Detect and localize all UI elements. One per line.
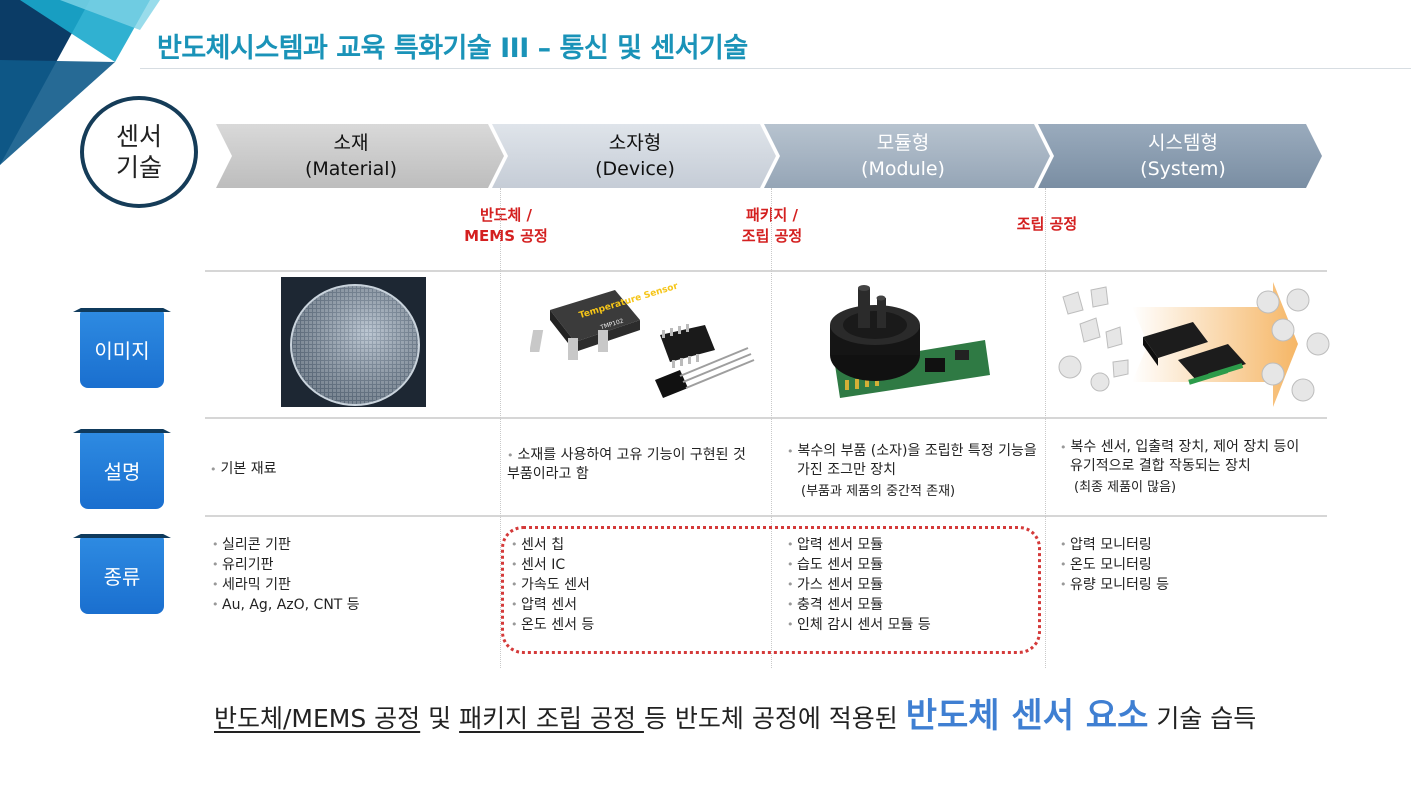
list-item: 압력 센서 모듈 xyxy=(787,535,931,555)
desc-line: •복수의 부품 (소자)을 조립한 특정 기능을 xyxy=(787,442,1037,461)
list-item: 유량 모니터링 등 xyxy=(1060,575,1169,595)
sensor-system-image xyxy=(1058,282,1330,407)
stage-chevrons xyxy=(216,124,1322,188)
process-line: 반도체 / xyxy=(479,206,533,224)
list-item: 인체 감시 센서 모듈 등 xyxy=(787,615,931,635)
desc-line: 유기적으로 결합 작동되는 장치 xyxy=(1070,458,1251,474)
stage-name: 소재 xyxy=(333,132,369,154)
stage-name: 시스템형 xyxy=(1148,132,1218,154)
desc-module: •복수의 부품 (소자)을 조립한 특정 기능을 가진 조그만 장치 (부품과 … xyxy=(787,442,1037,501)
list-item: 온도 모니터링 xyxy=(1060,555,1169,575)
column-divider xyxy=(771,188,772,668)
list-item: 압력 센서 xyxy=(511,595,594,615)
row-label-image: 이미지 xyxy=(80,310,164,388)
sensor-chip-image: Temperature Sensor TMP102 xyxy=(530,281,755,398)
badge-line2: 기술 xyxy=(115,153,162,182)
list-item: 습도 센서 모듈 xyxy=(787,555,931,575)
title-divider xyxy=(140,68,1411,69)
list-item: 유리기판 xyxy=(212,555,360,575)
bullet-icon: • xyxy=(787,445,794,458)
row-divider xyxy=(205,270,1327,272)
stage-name: 소자형 xyxy=(608,132,662,154)
list-item: 충격 센서 모듈 xyxy=(787,595,931,615)
list-item: Au, Ag, AzO, CNT 등 xyxy=(212,595,360,615)
desc-line: (부품과 제품의 중간적 존재) xyxy=(801,484,956,499)
chevron-material xyxy=(216,124,504,188)
row-label-description: 설명 xyxy=(80,431,164,509)
summary-text: 및 xyxy=(420,704,460,733)
desc-material: •기본 재료 xyxy=(210,460,276,479)
stage-en: (Device) xyxy=(595,158,675,180)
summary-text: 기술 습득 xyxy=(1148,704,1257,733)
sensor-tech-badge: 센서 기술 xyxy=(80,96,198,208)
chevron-module xyxy=(764,124,1050,188)
stage-en: (System) xyxy=(1140,158,1226,180)
desc-system: •복수 센서, 입출력 장치, 제어 장치 등이 유기적으로 결합 작동되는 장… xyxy=(1060,438,1299,497)
chevron-device xyxy=(492,124,776,188)
bullet-icon: • xyxy=(507,449,514,462)
bullet-icon: • xyxy=(1060,441,1067,454)
stage-system: 시스템형 (System) xyxy=(1048,130,1318,182)
desc-line: •복수 센서, 입출력 장치, 제어 장치 등이 xyxy=(1060,438,1299,457)
row-label-types: 종류 xyxy=(80,536,164,614)
process-semiconductor-mems: 반도체 / MEMS 공정 xyxy=(436,205,576,247)
list-item: 가속도 센서 xyxy=(511,575,594,595)
summary-package-process: 패키지 조립 공정 xyxy=(459,704,644,733)
list-item: 실리콘 기판 xyxy=(212,535,360,555)
desc-text: 기본 재료 xyxy=(220,461,277,477)
summary-statement: 반도체/MEMS 공정 및 패키지 조립 공정 등 반도체 공정에 적용된 반도… xyxy=(214,688,1314,737)
types-system-list: 압력 모니터링 온도 모니터링 유량 모니터링 등 xyxy=(1060,535,1169,595)
desc-line: 가진 조그만 장치 xyxy=(797,462,897,478)
process-line: 패키지 / xyxy=(745,206,799,224)
types-material-list: 실리콘 기판 유리기판 세라믹 기판 Au, Ag, AzO, CNT 등 xyxy=(212,535,360,615)
stage-module: 모듈형 (Module) xyxy=(768,130,1038,182)
stage-en: (Module) xyxy=(861,158,945,180)
column-divider xyxy=(500,188,501,668)
page-title: 반도체시스템과 교육 특화기술 III – 통신 및 센서기술 xyxy=(157,33,748,64)
column-divider xyxy=(1045,188,1046,668)
stage-material: 소재 (Material) xyxy=(216,130,486,182)
process-package-assembly: 패키지 / 조립 공정 xyxy=(702,205,842,247)
process-line: 조립 공정 xyxy=(1016,215,1078,233)
types-device-list: 센서 칩 센서 IC 가속도 센서 압력 센서 온도 센서 등 xyxy=(511,535,594,635)
stage-device: 소자형 (Device) xyxy=(500,130,770,182)
highlight-box xyxy=(501,526,1041,654)
desc-text: 복수의 부품 (소자)을 조립한 특정 기능을 xyxy=(797,443,1037,459)
stage-name: 모듈형 xyxy=(876,132,930,154)
process-line: MEMS 공정 xyxy=(464,227,548,245)
row-divider xyxy=(205,515,1327,517)
desc-text: 소재를 사용하여 고유 기능이 구현된 것 xyxy=(517,447,746,463)
summary-text: 등 반도체 공정에 적용된 xyxy=(643,704,906,733)
wafer-image xyxy=(281,277,426,407)
list-item: 가스 센서 모듈 xyxy=(787,575,931,595)
desc-line: 부품이라고 함 xyxy=(507,466,589,482)
chevron-system xyxy=(1038,124,1322,188)
desc-line: (최종 제품이 많음) xyxy=(1074,480,1177,495)
row-divider xyxy=(205,417,1327,419)
desc-line: •소재를 사용하여 고유 기능이 구현된 것 xyxy=(507,446,746,465)
list-item: 압력 모니터링 xyxy=(1060,535,1169,555)
list-item: 세라믹 기판 xyxy=(212,575,360,595)
desc-line: •기본 재료 xyxy=(210,460,276,479)
list-item: 온도 센서 등 xyxy=(511,615,594,635)
stage-en: (Material) xyxy=(304,158,397,180)
desc-device: •소재를 사용하여 고유 기능이 구현된 것 부품이라고 함 xyxy=(507,446,746,484)
desc-text: 복수 센서, 입출력 장치, 제어 장치 등이 xyxy=(1070,439,1300,455)
summary-mems-process: 반도체/MEMS 공정 xyxy=(214,704,421,733)
summary-highlight: 반도체 센서 요소 xyxy=(905,696,1149,736)
list-item: 센서 IC xyxy=(511,555,594,575)
types-module-list: 압력 센서 모듈 습도 센서 모듈 가스 센서 모듈 충격 센서 모듈 인체 감… xyxy=(787,535,931,635)
corner-decoration xyxy=(0,0,160,165)
process-assembly: 조립 공정 xyxy=(977,214,1117,235)
bullet-icon: • xyxy=(210,463,217,476)
sensor-module-image xyxy=(830,285,990,398)
badge-line1: 센서 xyxy=(115,122,162,151)
process-line: 조립 공정 xyxy=(741,227,803,245)
